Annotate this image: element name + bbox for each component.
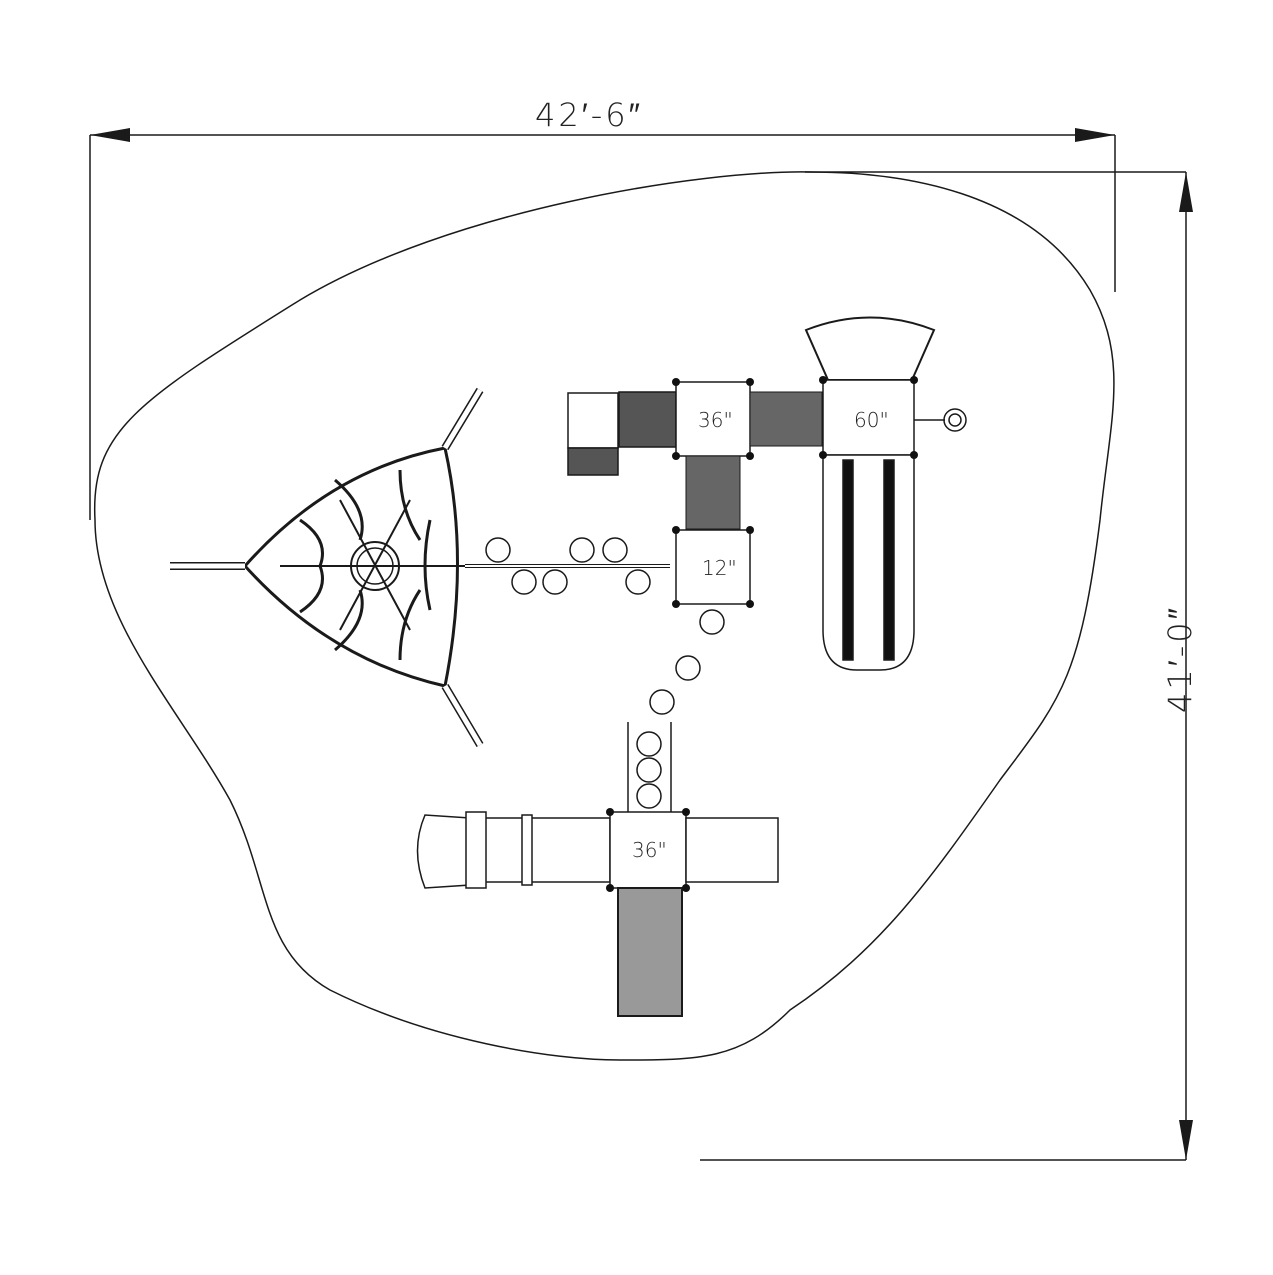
deck-posts	[606, 376, 918, 892]
rock-wall-roof	[804, 316, 936, 381]
block-climber	[617, 887, 683, 1017]
double-wave-slide	[822, 454, 915, 671]
height-dimension	[700, 171, 1193, 1161]
bridge-horizontal	[749, 391, 823, 447]
height-dimension-label: 41′-0″	[1161, 605, 1199, 713]
steering-wheel	[914, 408, 967, 432]
tube-slide	[416, 811, 611, 889]
spider-web-net-climber	[170, 387, 484, 748]
deck-top-left	[675, 381, 751, 457]
bridge-vertical	[685, 455, 741, 530]
stepping-pods-bridge	[465, 537, 725, 715]
deck-bottom-label: 36"	[632, 838, 667, 862]
pod-ladder	[627, 722, 672, 812]
rock-climbing-wall	[685, 817, 779, 883]
safety-zone-outline	[93, 171, 1115, 1061]
panel-roofs	[567, 391, 677, 476]
width-dimension	[89, 128, 1116, 520]
deck-top-right-label: 60"	[854, 408, 889, 432]
deck-middle	[675, 529, 751, 605]
deck-top-left-label: 36"	[698, 408, 733, 432]
width-dimension-label: 42′-6″	[535, 96, 643, 134]
deck-middle-label: 12"	[702, 556, 737, 580]
